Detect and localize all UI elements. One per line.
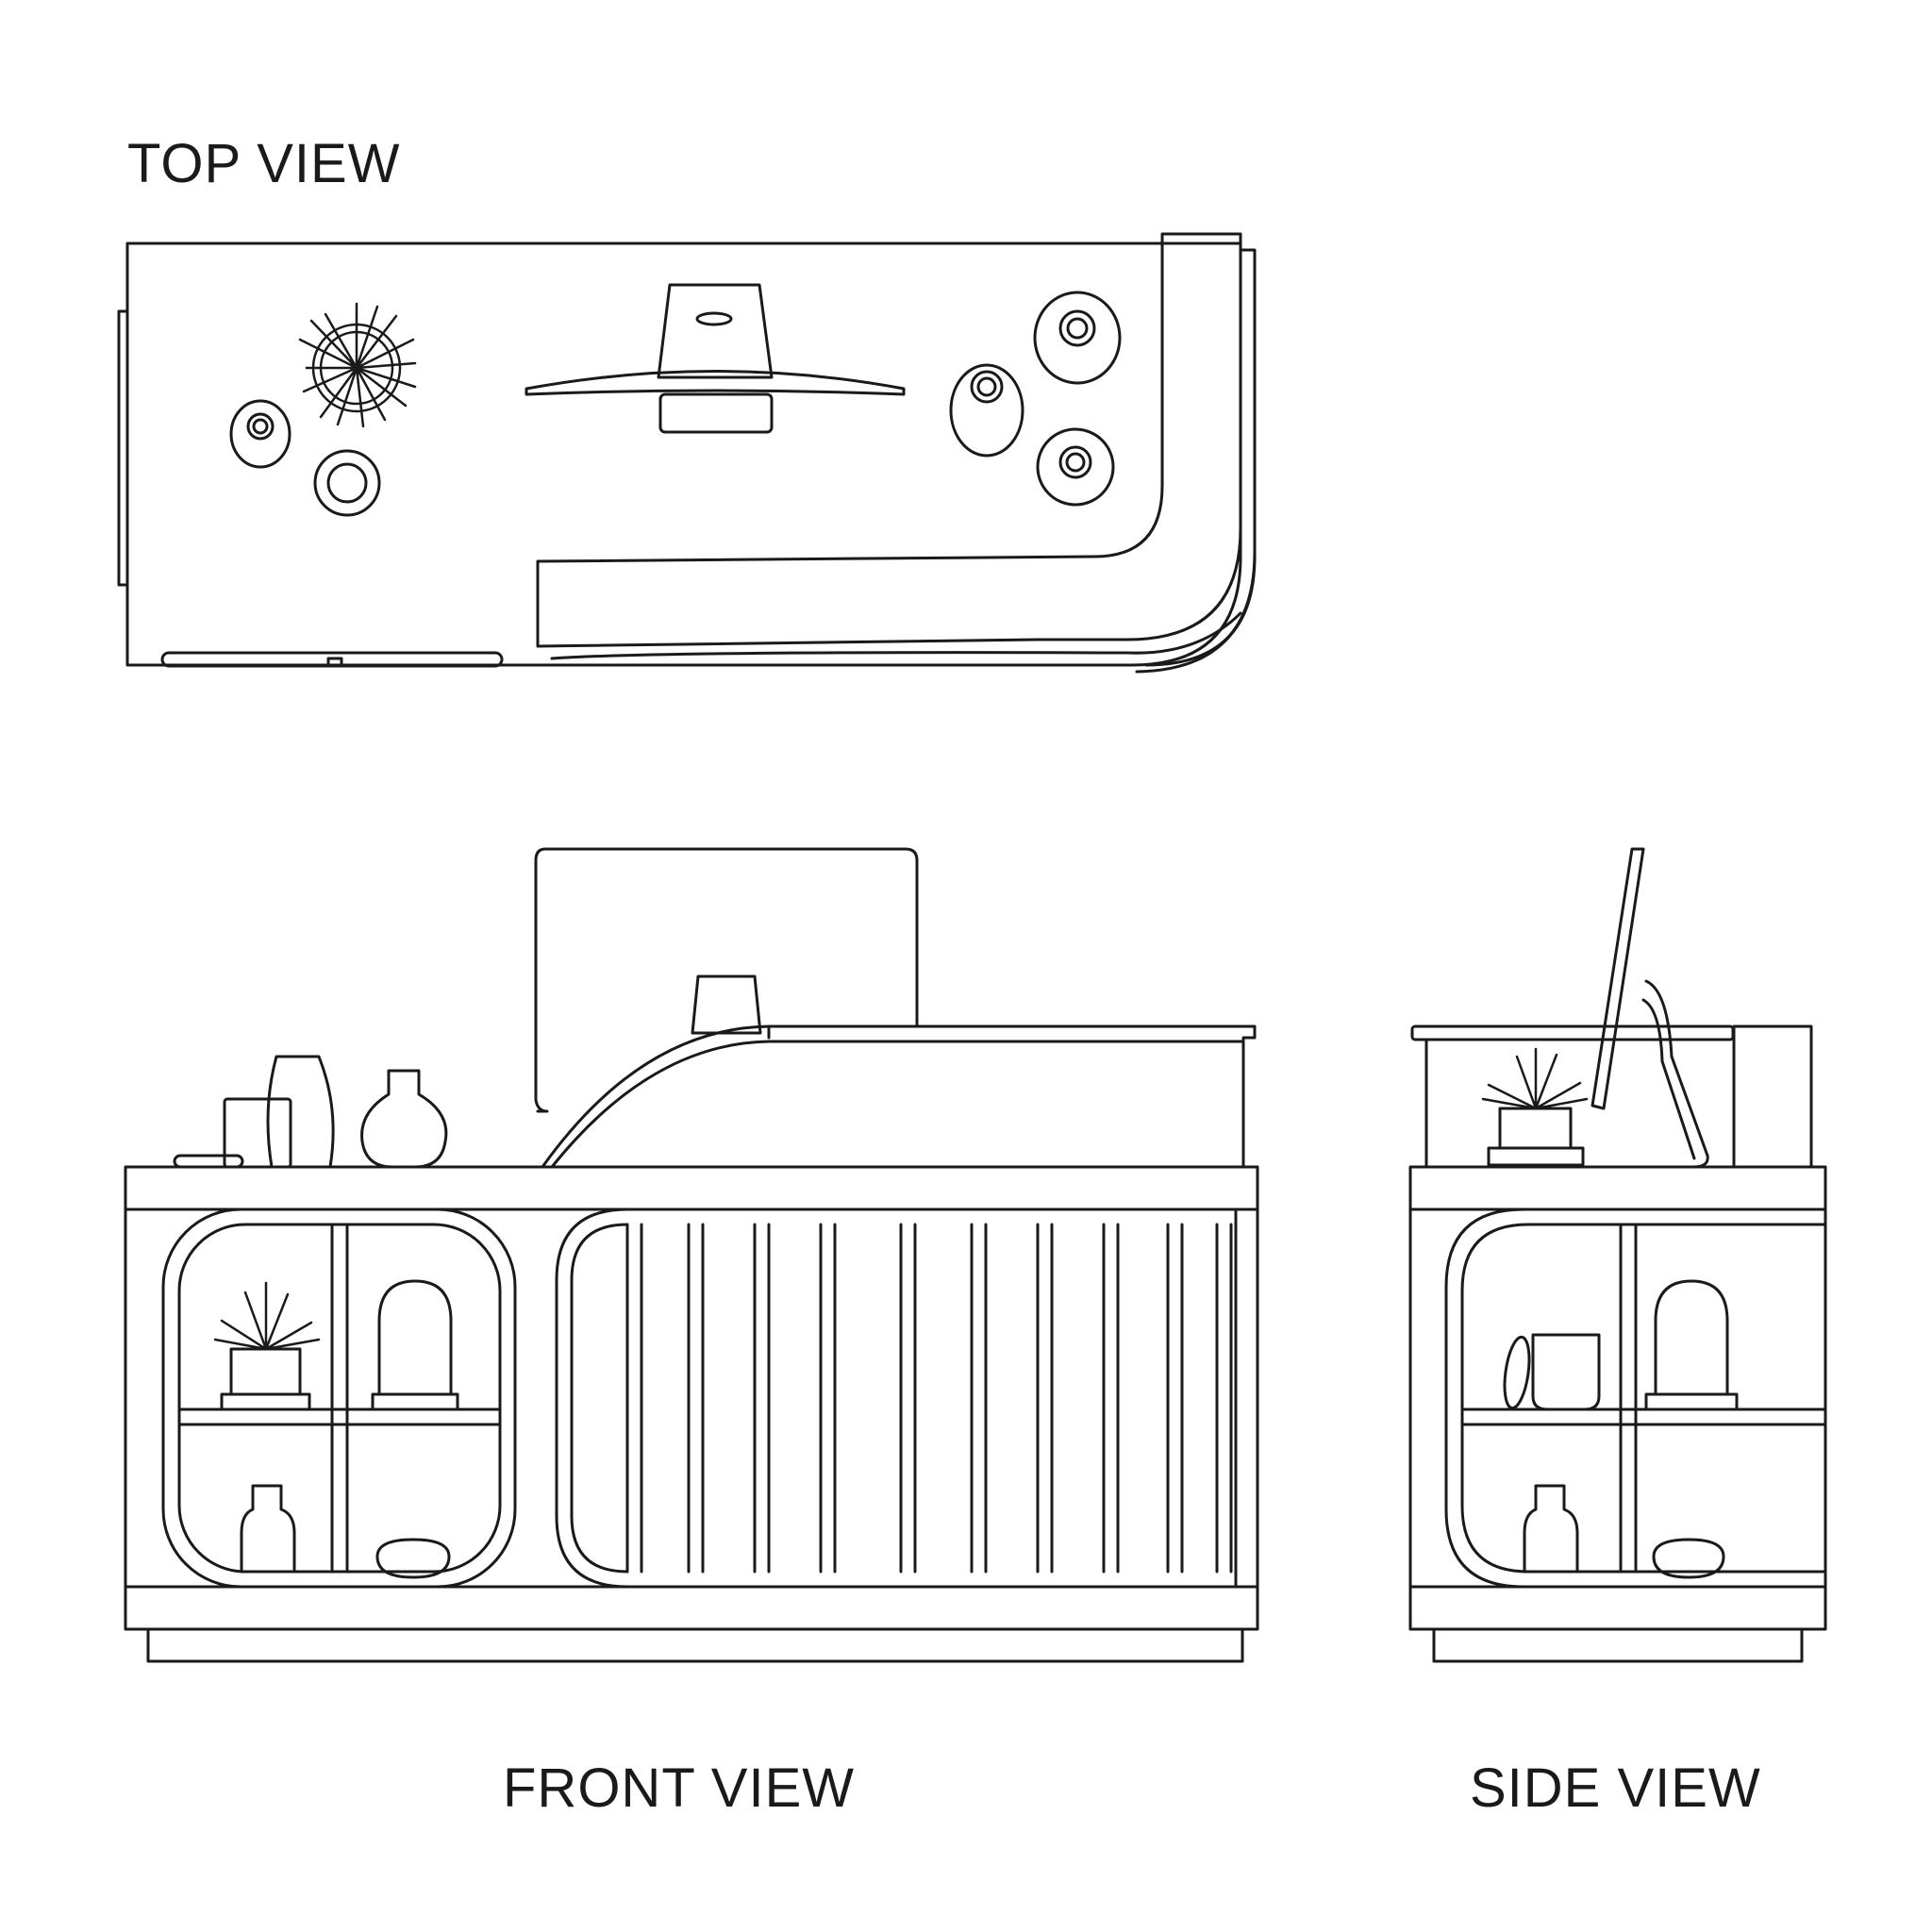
front-view-label: FRONT VIEW [503, 1757, 856, 1819]
phone-front [175, 1156, 242, 1167]
cup-top-right-1 [951, 365, 1023, 456]
top-view-label: TOP VIEW [127, 133, 401, 194]
monitor-screen-top [526, 372, 904, 395]
front-shelf-frame-outer [163, 1209, 515, 1587]
rail-clip [328, 658, 341, 666]
bottle-front-shelf [242, 1486, 294, 1572]
dome-front-shelf [373, 1281, 458, 1409]
side-plinth [1434, 1629, 1802, 1661]
slat-cabinet-inner [572, 1224, 627, 1572]
monitor-side-stand-inner [1643, 1000, 1694, 1158]
front-view [125, 849, 1257, 1661]
desk-left-strip [119, 311, 127, 585]
bowl-side-shelf [1654, 1540, 1724, 1577]
monitor-base-top [660, 394, 772, 432]
vase-round-front [362, 1071, 446, 1167]
top-view [119, 234, 1255, 672]
plant-front-shelf [215, 1283, 319, 1409]
mug-front [225, 1099, 291, 1167]
monitor-side-screen [1592, 849, 1643, 1108]
front-plinth [148, 1629, 1242, 1661]
cup-top-left [231, 401, 290, 467]
monitor-stand-hole [697, 313, 731, 325]
front-shelf-frame-inner [179, 1224, 500, 1572]
front-counter-curve-inner [552, 1041, 1243, 1167]
dome-side-shelf [1646, 1281, 1737, 1409]
monitor-side-stand [1594, 981, 1707, 1167]
cup-top-small [315, 451, 379, 515]
cup-top-right-2 [1035, 292, 1120, 383]
slats [627, 1224, 1231, 1572]
monitor-screen-front [536, 849, 917, 1111]
side-shelf-frame-inner [1462, 1224, 1825, 1572]
jar-side-shelf [1501, 1335, 1599, 1409]
cup-top-right-3 [1038, 429, 1113, 505]
desk-top-edge-layer-2 [1146, 264, 1255, 665]
bowl-front-shelf [377, 1540, 449, 1577]
plant-top [300, 304, 415, 426]
front-rail-right [552, 613, 1241, 658]
front-counter-curve [542, 1026, 1255, 1167]
monitor-neck-front [692, 976, 760, 1033]
monitor-stand-top [658, 285, 772, 377]
side-shelf-frame-outer [1446, 1209, 1825, 1587]
side-view-label: SIDE VIEW [1470, 1757, 1761, 1819]
vase-tall-front [268, 1057, 333, 1167]
bottle-side-shelf [1524, 1486, 1577, 1572]
desk-top-outline [127, 243, 1241, 665]
side-counter-top [1412, 1026, 1733, 1040]
side-view [1410, 849, 1825, 1661]
slat-cabinet-outer [557, 1209, 1236, 1587]
desk-top-edge-layer [1137, 250, 1255, 672]
side-body [1410, 1167, 1825, 1629]
plant-side-top [1483, 1049, 1587, 1165]
raised-counter-top [538, 234, 1241, 646]
side-counter-back [1734, 1026, 1811, 1167]
